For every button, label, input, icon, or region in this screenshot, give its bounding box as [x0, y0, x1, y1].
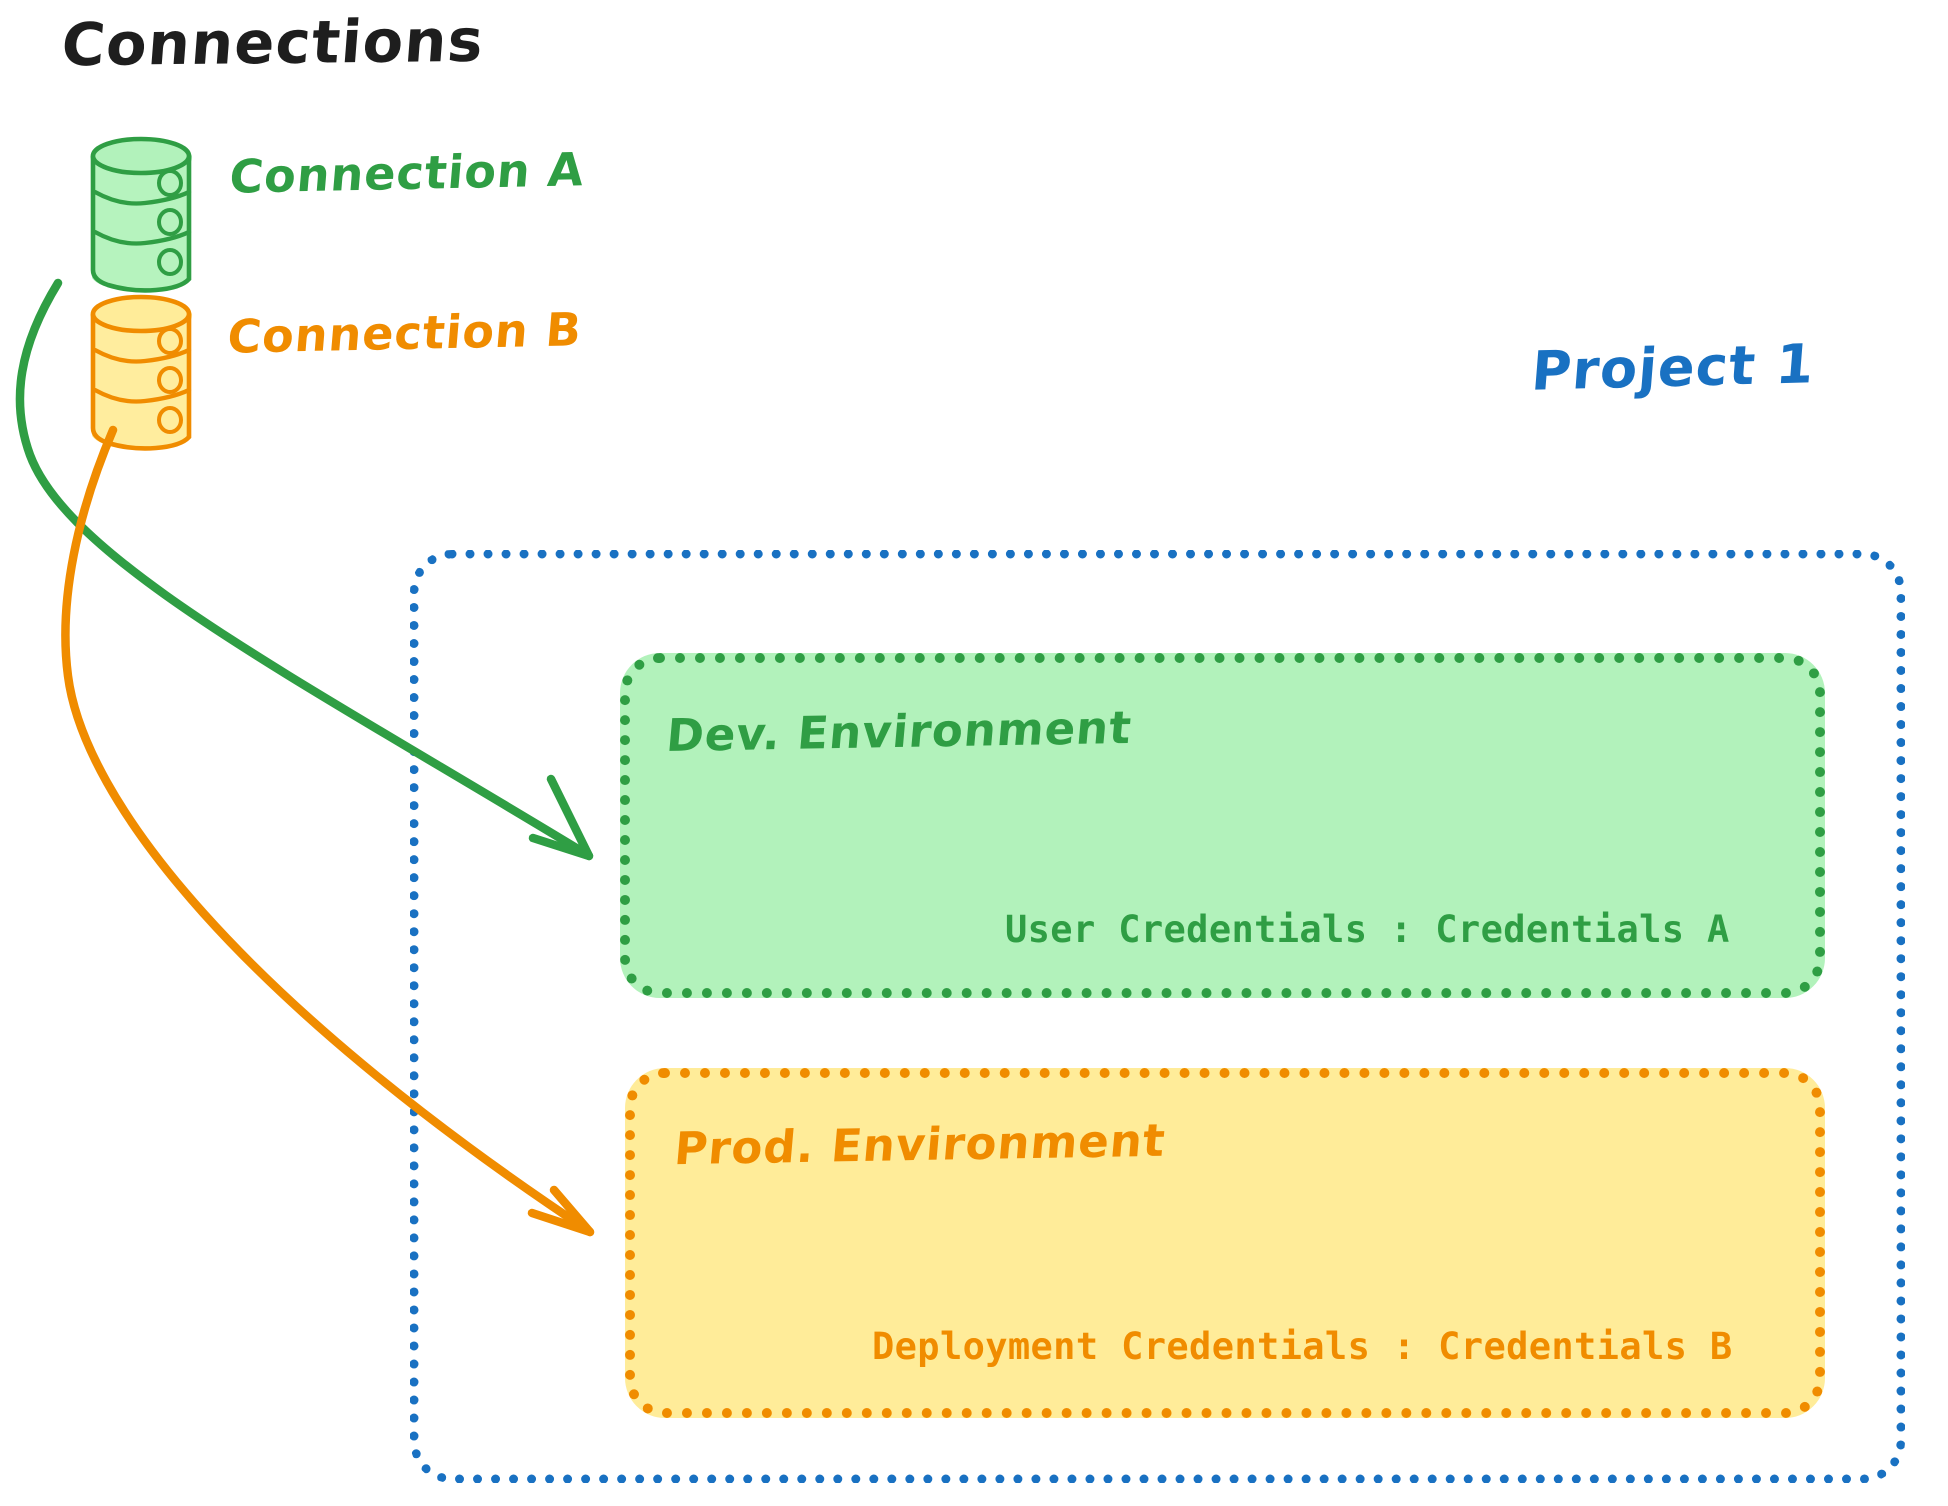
connection-b-label: Connection B	[225, 302, 585, 364]
prod-environment-credentials: Deployment Credentials : Credentials B	[872, 1325, 1733, 1368]
project-label: Project 1	[1529, 332, 1818, 403]
prod-environment-title: Prod. Environment	[672, 1113, 1168, 1176]
dev-environment-box[interactable]	[620, 653, 1825, 998]
dev-environment-title: Dev. Environment	[664, 700, 1135, 763]
prod-environment-box[interactable]	[625, 1068, 1825, 1418]
connection-a-label: Connection A	[227, 142, 587, 204]
database-icon-connection-b[interactable]	[90, 294, 193, 451]
database-icon-connection-a[interactable]	[90, 136, 193, 293]
dev-environment-credentials: User Credentials : Credentials A	[1005, 908, 1730, 951]
